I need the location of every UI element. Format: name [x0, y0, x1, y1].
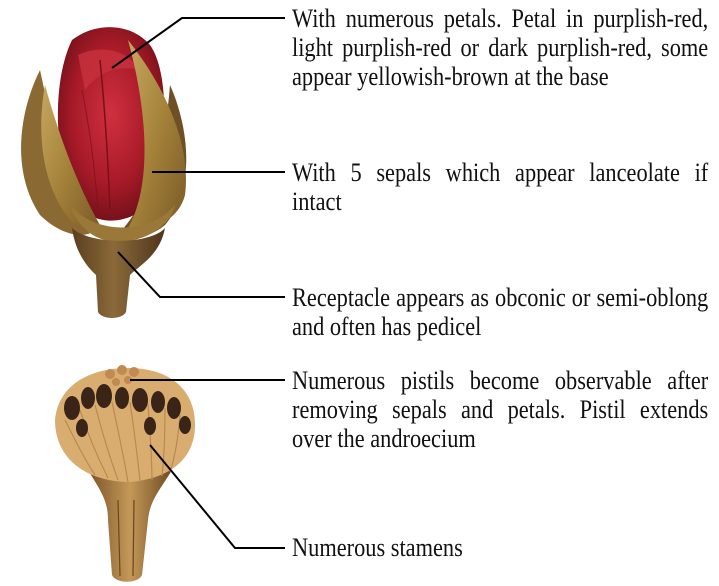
- label-receptacle: Receptacle appears as obconic or semi-ob…: [292, 283, 708, 341]
- receptacle-shape: [72, 228, 165, 318]
- label-petals: With numerous petals. Petal in purplish-…: [292, 4, 708, 91]
- label-sepals: With 5 sepals which appear lanceolate if…: [292, 158, 708, 216]
- label-stamens: Numerous stamens: [292, 533, 708, 562]
- dissected-receptacle: [88, 470, 172, 582]
- label-pistils: Numerous pistils become observable after…: [292, 366, 708, 453]
